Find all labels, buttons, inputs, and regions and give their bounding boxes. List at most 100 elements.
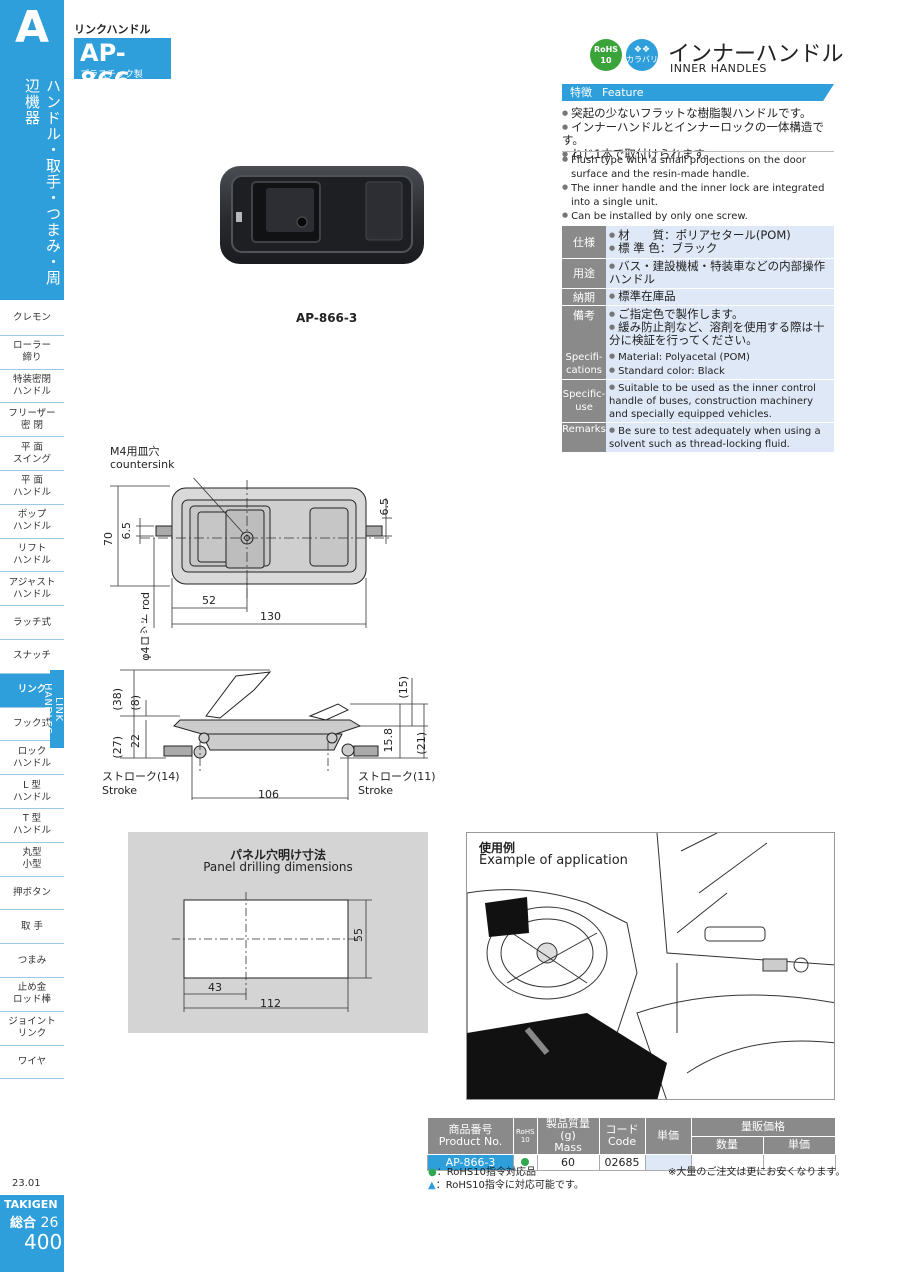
divider — [562, 151, 834, 152]
col-product-jp: 商品番号 — [448, 1123, 493, 1136]
dim-55: 55 — [352, 928, 365, 942]
cell-code: 02685 — [598, 1154, 646, 1171]
nav-label: フック式 — [12, 717, 51, 729]
legend-rohs: ●：RoHS10指令対応品 — [428, 1163, 536, 1178]
nav-item[interactable]: 押ボタン — [0, 877, 64, 911]
nav-label: L 型 — [23, 779, 41, 791]
nav-item[interactable]: 丸型小型 — [0, 843, 64, 877]
nav-label: 押ボタン — [12, 886, 51, 898]
category-title: ハンドル・取手・つまみ・周辺機器 — [23, 78, 62, 286]
rohs-badge-icon: RoHS 10 — [590, 39, 622, 71]
side-view-drawing — [120, 669, 428, 800]
spec-line: Material: Polyacetal (POM) — [609, 350, 831, 364]
legend-rohs-possible: ▲：RoHS10指令に対応可能です。 — [428, 1176, 584, 1191]
page-footer-rail — [0, 1195, 64, 1272]
nav-item[interactable]: L 型ハンドル — [0, 775, 64, 809]
nav-label: アジャスト — [8, 576, 56, 588]
nav-label-2: ハンドル — [12, 791, 51, 803]
category-rail: A ハンドル・取手・つまみ・周辺機器 — [0, 0, 64, 300]
nav-label: ポップ — [17, 509, 47, 521]
spec-table-jp: 仕様 材 質：ポリアセタール(POM)標 準 色：ブラック 用途 バス・建設機械… — [562, 226, 834, 350]
spec-line: 緩み防止剤など、溶剤を使用する際は十分に検証を行ってください。 — [609, 320, 831, 347]
rohs-dot-icon — [521, 1158, 530, 1166]
nav-label-2: ハンドル — [12, 385, 51, 397]
spec-key: Specifi-cations — [562, 349, 606, 380]
nav-label-2: ハンドル — [12, 588, 51, 600]
nav-label-2: ハンドル — [12, 487, 51, 499]
spec-line: Suitable to be used as the inner control… — [609, 381, 831, 421]
feature-item: Flush type with a small projections on t… — [562, 153, 842, 181]
nav-item[interactable]: 平 面スイング — [0, 437, 64, 471]
nav-item[interactable]: ローラー締り — [0, 336, 64, 370]
nav-label: リフト — [17, 542, 47, 554]
col-rohs-label: RoHS 10 — [516, 1128, 535, 1144]
panel-title-en: Panel drilling dimensions — [203, 860, 353, 874]
spec-key: 用途 — [562, 258, 606, 289]
col-code-en: Code — [607, 1135, 637, 1148]
page-title: インナーハンドル — [668, 42, 844, 67]
nav-label: スナッチ — [12, 650, 51, 662]
nav-label-2: ハンドル — [12, 757, 51, 769]
catalog-volume: 総合 26 — [10, 1212, 58, 1231]
nav-item[interactable]: 取 手 — [0, 910, 64, 945]
nav-label-2: ロッド棒 — [12, 994, 51, 1006]
panel-drilling-drawing — [172, 892, 372, 1012]
nav-label: 丸型 — [22, 847, 42, 859]
nav-item[interactable]: 特装密閉ハンドル — [0, 370, 64, 404]
edition: 23.01 — [12, 1178, 41, 1189]
nav-label: リンク — [17, 684, 47, 696]
bulk-order-note: ※大量のご注文は更にお安くなります。 — [668, 1167, 846, 1178]
spec-key: 仕様 — [562, 226, 606, 259]
stroke-left-jp: ストローク(14) — [102, 770, 180, 783]
nav-label: 平 面 — [20, 475, 44, 487]
spec-value: Material: Polyacetal (POM)Standard color… — [606, 349, 834, 380]
feature-item: 突起の少ないフラットな樹脂製ハンドルです。 — [562, 106, 842, 121]
nav-label-2: ハンドル — [12, 825, 51, 837]
nav-label-2: ハンドル — [12, 554, 51, 566]
panel-drilling-box: パネル穴明け寸法 Panel drilling dimensions 55 43… — [128, 832, 428, 1033]
nav-item[interactable]: 止め金ロッド棒 — [0, 978, 64, 1012]
dim-21: (21) — [415, 732, 428, 755]
spec-line: Be sure to test adequately when using a … — [609, 424, 831, 451]
feature-item: インナーハンドルとインナーロックの一体構造です。 — [562, 120, 842, 148]
category-letter: A — [14, 2, 50, 53]
nav-label: T 型 — [22, 813, 42, 825]
vol-label: 総合 — [10, 1216, 37, 1231]
rod-label: φ4ロッド rod — [139, 592, 152, 661]
nav-label: クレモン — [12, 312, 51, 324]
nav-item[interactable]: フリーザー密 閉 — [0, 403, 64, 438]
col-volume: 量販価格 — [690, 1117, 836, 1137]
col-price: 単価 — [644, 1117, 692, 1155]
nav-item[interactable]: ワイヤ — [0, 1046, 64, 1080]
nav-item[interactable]: クレモン — [0, 302, 64, 336]
nav-item[interactable]: 平 面ハンドル — [0, 471, 64, 505]
nav-item[interactable]: フック式 — [0, 708, 64, 742]
hole-label-en: countersink — [110, 458, 175, 471]
nav-item[interactable]: T 型ハンドル — [0, 809, 64, 843]
nav-item[interactable]: ジョイントリンク — [0, 1012, 64, 1046]
dim-27: (27) — [111, 736, 124, 759]
nav-item[interactable]: アジャストハンドル — [0, 572, 64, 607]
nav-item[interactable]: ラッチ式 — [0, 606, 64, 640]
nav-label: 取 手 — [20, 920, 44, 932]
col-mass-en: Mass — [554, 1141, 582, 1154]
nav-item[interactable]: スナッチ — [0, 640, 64, 674]
dim-130: 130 — [260, 610, 281, 623]
spec-line: 標 準 色：ブラック — [609, 241, 831, 255]
nav-item[interactable]: ポップハンドル — [0, 505, 64, 539]
nav-item[interactable]: つまみ — [0, 944, 64, 978]
nav-label: フリーザー — [8, 407, 56, 419]
dim-112: 112 — [260, 997, 281, 1010]
legend-possible-text: ：RoHS10指令に対応可能です。 — [435, 1180, 584, 1191]
dim-70: 70 — [102, 532, 115, 546]
dim-15: (15) — [397, 676, 410, 699]
nav-label: ラッチ式 — [12, 616, 51, 628]
nav-item[interactable]: リフトハンドル — [0, 539, 64, 573]
feature-label-jp: 特徴 — [570, 86, 592, 99]
nav-item[interactable]: ロックハンドル — [0, 741, 64, 776]
cell-product: AP-866-3 — [427, 1154, 514, 1171]
panel-title-jp: パネル穴明け寸法 — [229, 848, 326, 862]
spec-value: 材 質：ポリアセタール(POM)標 準 色：ブラック — [606, 226, 834, 259]
